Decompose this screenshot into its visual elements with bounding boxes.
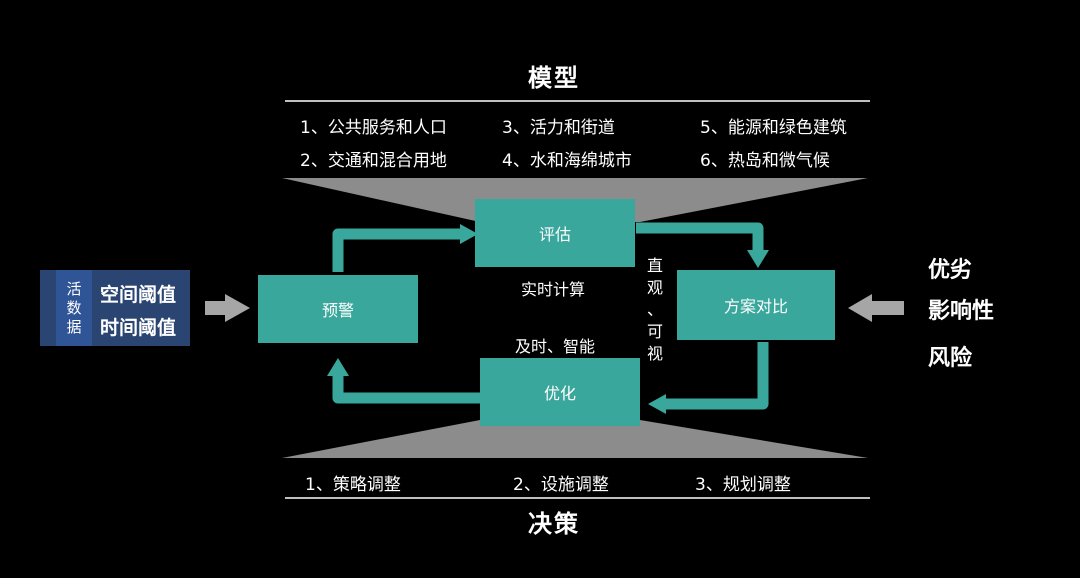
visual-vertical-char: 观 [646,278,663,297]
decision-item-1: 1、策略调整 [305,475,401,495]
arrowhead-evaluate [460,224,478,244]
model-title: 模型 [528,64,580,92]
visual-vertical-char: 直 [646,256,663,275]
bottom-funnel [282,420,868,458]
evaluate-box: 评估 [475,199,635,267]
criteria-item-1: 优劣 [928,258,973,283]
arrow-optimize-to-warning [332,374,480,404]
realtime-label: 实时计算 [521,280,586,299]
arrow-evaluate-to-compare [636,222,764,252]
optimize-box: 优化 [480,358,640,426]
criteria-arrow [848,294,904,322]
criteria-item-2: 影响性 [928,299,995,324]
visual-vertical-label: 直 观 、 可 视 [645,255,665,365]
compare-box: 方案对比 [677,270,835,340]
arrowhead-optimize [648,394,666,414]
visual-vertical-char: 视 [646,344,663,363]
model-item-4: 4、水和海绵城市 [502,151,632,171]
arrow-compare-to-optimize [664,342,769,410]
model-item-5: 5、能源和绿色建筑 [700,118,847,138]
input-line-time: 时间阈值 [100,317,177,339]
input-arrow [205,294,250,322]
visual-vertical-char: 可 [646,322,663,341]
input-vertical-label: 活 数 据 [56,270,92,346]
criteria-item-3: 风险 [928,346,973,371]
smart-label: 及时、智能 [515,337,596,356]
visual-vertical-char: 、 [646,300,663,319]
decision-item-3: 3、规划调整 [695,475,791,495]
input-vertical-char: 数 [66,298,82,317]
input-vertical-char: 据 [66,317,82,336]
arrowhead-compare [747,250,769,268]
model-divider [285,100,870,102]
decision-divider [285,497,870,499]
input-line-space: 空间阈值 [100,284,177,306]
model-item-1: 1、公共服务和人口 [300,118,447,138]
input-vertical-char: 活 [66,279,82,298]
decision-item-2: 2、设施调整 [513,475,609,495]
decision-title: 决策 [528,510,580,538]
model-item-6: 6、热岛和微气候 [700,151,830,171]
warning-box: 预警 [258,275,418,343]
model-item-2: 2、交通和混合用地 [300,151,447,171]
model-item-3: 3、活力和街道 [502,118,615,138]
arrow-warning-to-evaluate [332,228,462,272]
arrowhead-warning [327,358,349,376]
